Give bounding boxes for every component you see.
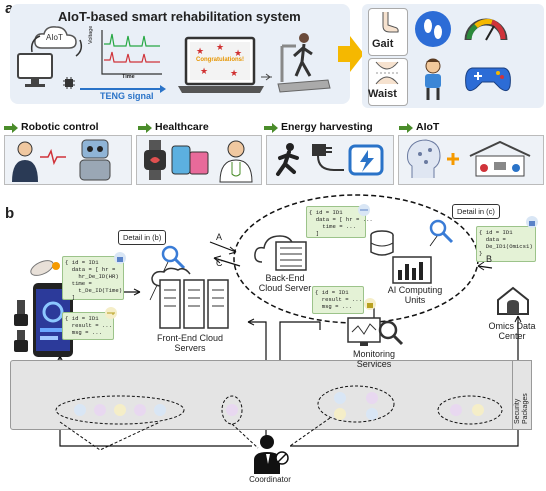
runner-icon (276, 143, 299, 176)
coordinator-label: Coordinator (249, 475, 291, 484)
heartbeat-icon (40, 148, 66, 166)
smartwatch-small-icon (14, 300, 28, 352)
device-data-code: { id = ID1 data = [ hr = hr_De_ID(HR) ti… (65, 259, 123, 301)
arrow-a-label: A (216, 232, 223, 242)
device-result-code: { id = ID1 result = ... msg = ... (65, 315, 112, 336)
health-devices-icon (171, 145, 209, 175)
frontend-servers-label: Front-End Cloud Servers (156, 333, 224, 353)
backend-server-icon (254, 235, 307, 271)
category-arrow-1 (4, 123, 18, 133)
omics-lock-icon (526, 216, 538, 228)
category-arrow-3 (264, 123, 278, 133)
panel-b-letter: b (5, 205, 15, 222)
waist-label: Waist (368, 88, 397, 100)
arrow-b-label: B (486, 254, 493, 264)
ai-head-icon (407, 139, 441, 178)
plug-icon (312, 144, 344, 171)
wearable-sensor-icon (30, 260, 60, 276)
child-icon (425, 58, 441, 100)
category-robotic-control: Robotic control (21, 121, 99, 133)
plus-icon (447, 153, 459, 165)
category-arrow-4 (399, 123, 413, 133)
robot-icon (79, 139, 111, 181)
desktop-monitor-icon (17, 53, 53, 87)
arrow-c-label: C (216, 258, 223, 268)
gait-label: Gait (372, 38, 394, 50)
backend-data-box: { id = ID1 data = [ hr = ... time = ... … (306, 206, 373, 238)
database-icon (370, 230, 394, 256)
battery-icon (348, 144, 384, 176)
game-controller-icon (465, 67, 511, 92)
svg-text:★: ★ (230, 68, 238, 78)
omics-center-label: Omics Data Center (488, 321, 536, 341)
time-axis-label: Time (122, 74, 135, 80)
svg-text:★: ★ (200, 66, 208, 76)
backend-key-icon (358, 204, 370, 216)
omics-center-icon (497, 286, 529, 315)
treadmill-person-icon (277, 33, 331, 93)
monitoring-icon (347, 317, 404, 346)
backend-result-box: { id = ID1 result = ... msg = ... (312, 286, 364, 314)
category-arrow-2 (138, 123, 152, 133)
backend-result-code: { id = ID1 result = ... msg = ... (315, 289, 362, 310)
magnifier-c-icon[interactable] (428, 218, 454, 244)
ai-bar-chart-icon (392, 256, 432, 284)
category-energy-harvesting: Energy harvesting (281, 121, 373, 133)
security-packages-band (10, 360, 530, 430)
detail-c-box[interactable]: Detail in (c) (452, 204, 500, 219)
lock-icon (114, 252, 126, 264)
aiot-cloud-label: AIoT (46, 33, 63, 42)
category-aiot: AIoT (416, 121, 440, 133)
output-arrow (338, 36, 364, 72)
foot-icon (382, 12, 399, 33)
frontend-cloud-servers-icon (151, 267, 229, 329)
device-result-box: { id = ID1 result = ... msg = ... (62, 312, 114, 340)
teng-arrow (80, 85, 166, 93)
ai-computing-label: AI Computing Units (387, 285, 443, 305)
backend-lock-icon (364, 298, 376, 310)
magnifier-icon[interactable] (160, 244, 186, 270)
usb-icon (261, 73, 272, 81)
category-healthcare: Healthcare (155, 121, 209, 133)
panel-a-letter: a (5, 0, 14, 17)
sync-arrows-icon (30, 35, 83, 57)
key-icon (105, 307, 117, 319)
waist-icon (375, 61, 399, 85)
chip-icon (63, 77, 75, 89)
svg-text:★: ★ (216, 42, 224, 52)
teng-signal-label: TENG signal (100, 91, 154, 101)
security-packages-label-box (512, 360, 532, 430)
omics-data-code: { id = ID1 data = De_ID1(Omics1) } (479, 229, 533, 257)
backend-server-label: Back-End Cloud Server (258, 273, 312, 293)
laptop-icon: ★ ★ ★ ★ ★ (178, 36, 264, 93)
monitoring-label: Monitoring Services (352, 349, 396, 369)
footprints-icon (415, 11, 451, 47)
svg-text:★: ★ (196, 46, 204, 56)
smartwatch-icon (144, 140, 166, 180)
teng-signal-plot (101, 30, 162, 75)
coordinator-icon (254, 435, 289, 474)
doctor-icon (219, 140, 253, 183)
svg-text:★: ★ (234, 48, 242, 58)
device-data-box: { id = ID1 data = [ hr = hr_De_ID(HR) ti… (62, 256, 124, 301)
gauge-icon (464, 18, 508, 41)
backend-data-code: { id = ID1 data = [ hr = ... time = ... … (309, 209, 373, 237)
smart-home-icon (469, 140, 531, 177)
laptop-banner-text: Congratulations! (196, 57, 244, 63)
detail-b-box[interactable]: Detail in (b) (118, 230, 167, 245)
person-icon (12, 141, 38, 182)
panel-a-title: AIoT-based smart rehabilitation system (58, 9, 301, 24)
omics-data-box: { id = ID1 data = De_ID1(Omics1) } (476, 226, 536, 262)
